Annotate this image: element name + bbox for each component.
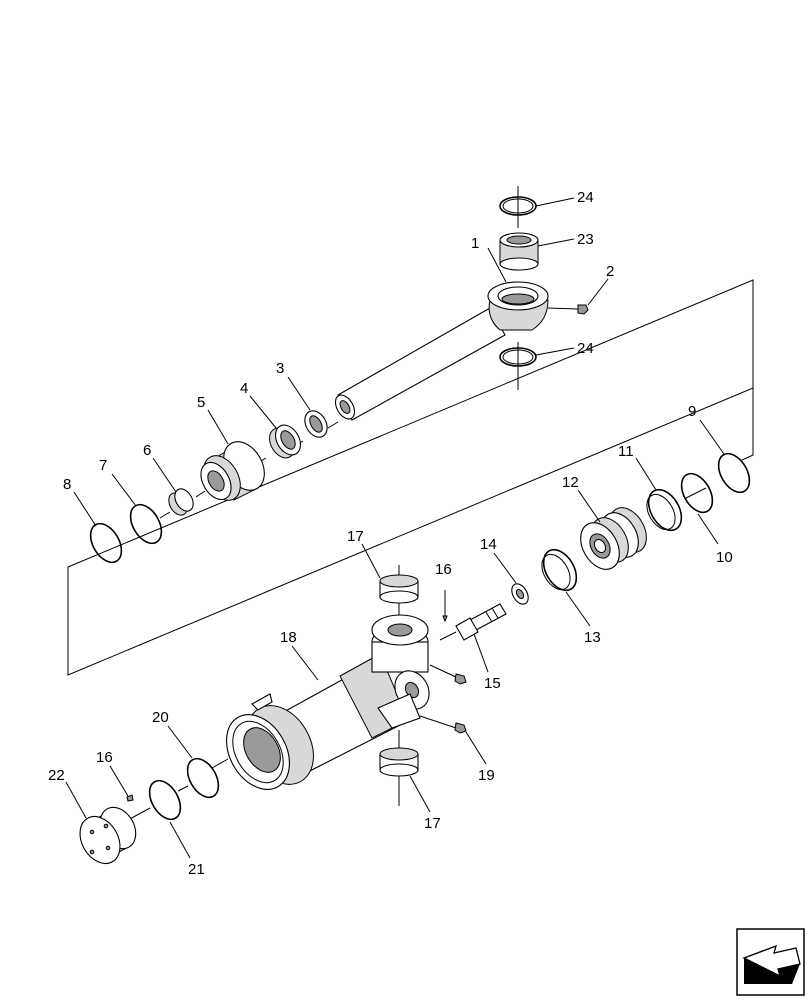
assembly-boundary xyxy=(67,279,754,676)
callout-20: 20 xyxy=(152,709,169,726)
next-page-arrow-icon[interactable] xyxy=(736,928,805,996)
callout-22: 22 xyxy=(48,767,65,784)
callout-2: 2 xyxy=(606,263,614,280)
callout-18: 18 xyxy=(280,629,297,646)
callout-11: 11 xyxy=(618,443,634,460)
callout-23: 23 xyxy=(577,231,594,248)
bushing-4 xyxy=(269,424,301,459)
piston-12 xyxy=(580,507,647,570)
callout-17-lower: 17 xyxy=(424,815,441,832)
callout-24-top: 24 xyxy=(577,189,594,206)
bearing-23 xyxy=(499,232,539,271)
grease-fittings-19 xyxy=(419,664,467,734)
leader-lines xyxy=(65,197,725,859)
callout-7: 7 xyxy=(99,457,107,474)
o-ring-7 xyxy=(129,503,163,545)
bolt-15 xyxy=(439,603,507,641)
callout-8: 8 xyxy=(63,476,71,493)
callout-1: 1 xyxy=(471,235,479,252)
pin-16-lower xyxy=(126,794,134,802)
callout-21: 21 xyxy=(188,861,205,878)
callout-6: 6 xyxy=(143,442,151,459)
callout-5: 5 xyxy=(197,394,205,411)
callout-3: 3 xyxy=(276,360,284,377)
pin-16-upper xyxy=(442,590,448,623)
bushing-17-lower xyxy=(379,730,419,806)
callout-14: 14 xyxy=(480,536,497,553)
gland-5 xyxy=(200,441,265,501)
cylinder-barrel xyxy=(211,614,430,790)
callout-16-lower: 16 xyxy=(96,749,113,766)
snap-ring-bottom xyxy=(499,342,537,390)
callout-12: 12 xyxy=(562,474,579,491)
callout-17-upper: 17 xyxy=(347,528,364,545)
callout-10: 10 xyxy=(716,549,733,566)
ring-10 xyxy=(680,472,714,514)
ring-11 xyxy=(646,488,683,532)
backup-ring-21 xyxy=(148,779,182,821)
bushing-17-upper xyxy=(379,565,419,622)
callout-4: 4 xyxy=(240,380,248,397)
callout-16-upper: 16 xyxy=(435,561,452,578)
callout-labels: 1 2 3 4 5 6 7 8 9 10 11 12 13 14 15 16 1… xyxy=(48,189,733,878)
callout-24-bottom: 24 xyxy=(577,340,594,357)
callout-9: 9 xyxy=(688,403,696,420)
washer-14 xyxy=(511,583,529,605)
callout-15: 15 xyxy=(484,675,501,692)
snap-ring-top xyxy=(499,186,537,228)
ring-13 xyxy=(541,548,578,592)
wiper-seal-3 xyxy=(304,410,328,438)
callout-19: 19 xyxy=(478,767,495,784)
end-cap-22 xyxy=(79,806,137,864)
callout-13: 13 xyxy=(584,629,601,646)
grease-fitting-2 xyxy=(547,304,589,315)
piston-rod xyxy=(334,281,549,421)
o-ring-20 xyxy=(186,757,220,799)
ring-9 xyxy=(717,452,751,494)
bushing-6 xyxy=(168,488,194,516)
backup-ring-8 xyxy=(89,522,123,564)
